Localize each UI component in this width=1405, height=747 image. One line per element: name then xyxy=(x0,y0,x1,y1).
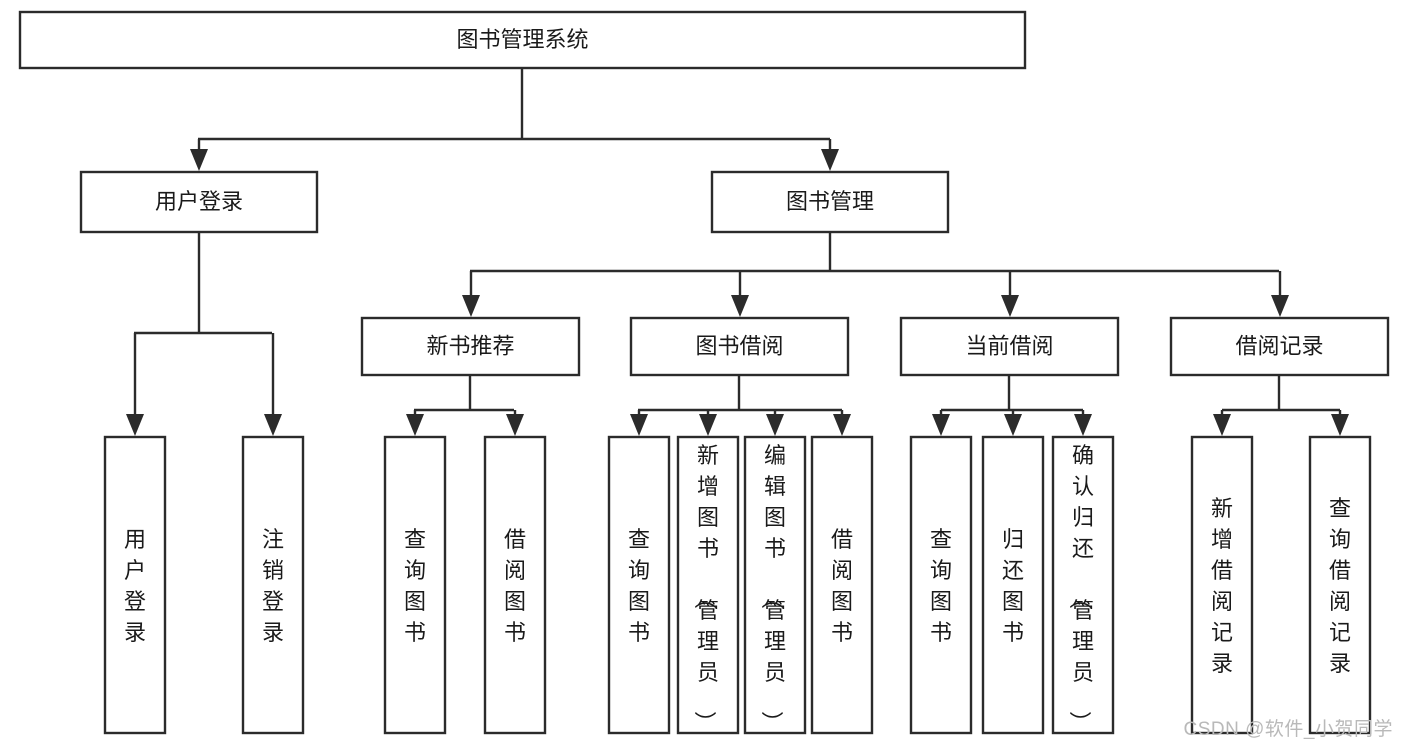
node-box-borrow[interactable] xyxy=(629,316,850,377)
node-label-borrow: 图书借阅 xyxy=(695,333,783,358)
arrow-head-icon-leaf-user-logout xyxy=(264,414,282,436)
node-box-records[interactable] xyxy=(1169,316,1390,377)
node-box-leaf-add-book[interactable] xyxy=(676,435,740,735)
arrow-head-icon-records xyxy=(1271,295,1289,317)
node-box-leaf-return-book[interactable] xyxy=(981,435,1045,735)
node-box-leaf-edit-book[interactable] xyxy=(743,435,807,735)
arrow-head-icon-leaf-add-record xyxy=(1213,414,1231,436)
node-records[interactable]: 借阅记录 xyxy=(1169,316,1390,377)
connector-layer xyxy=(126,68,1349,436)
node-box-leaf-query-book-2[interactable] xyxy=(607,435,671,735)
node-box-login[interactable] xyxy=(79,170,319,234)
arrow-head-icon-leaf-user-login xyxy=(126,414,144,436)
arrow-head-icon-leaf-query-book-1 xyxy=(406,414,424,436)
node-bookmgmt[interactable]: 图书管理 xyxy=(710,170,950,234)
node-borrow[interactable]: 图书借阅 xyxy=(629,316,850,377)
node-leaf-borrow-book-1[interactable]: 借阅图书 xyxy=(483,435,547,735)
node-label-current: 当前借阅 xyxy=(965,333,1053,358)
node-newbook[interactable]: 新书推荐 xyxy=(360,316,581,377)
node-box-leaf-query-record[interactable] xyxy=(1308,435,1372,735)
node-box-leaf-query-book-1[interactable] xyxy=(383,435,447,735)
node-box-leaf-borrow-book-1[interactable] xyxy=(483,435,547,735)
node-label-leaf-query-record: 查询借阅记录 xyxy=(1329,496,1351,676)
node-box-leaf-user-login[interactable] xyxy=(103,435,167,735)
node-label-leaf-return-book: 归还图书 xyxy=(1002,527,1024,645)
node-login[interactable]: 用户登录 xyxy=(79,170,319,234)
node-leaf-borrow-book-2[interactable]: 借阅图书 xyxy=(810,435,874,735)
node-label-leaf-user-logout: 注销登录 xyxy=(262,527,284,645)
node-leaf-user-login[interactable]: 用户登录 xyxy=(103,435,167,735)
node-leaf-confirm-return[interactable]: 确认归还（管理员） xyxy=(1051,435,1115,735)
node-label-newbook: 新书推荐 xyxy=(426,333,514,358)
node-box-leaf-confirm-return[interactable] xyxy=(1051,435,1115,735)
arrow-head-icon-leaf-edit-book xyxy=(766,414,784,436)
node-box-leaf-borrow-book-2[interactable] xyxy=(810,435,874,735)
node-label-leaf-confirm-return: 确认归还（管理员） xyxy=(1067,443,1094,733)
node-label-bookmgmt: 图书管理 xyxy=(786,189,874,214)
node-box-root[interactable] xyxy=(18,10,1027,70)
node-label-leaf-query-book-3: 查询图书 xyxy=(930,527,952,645)
node-leaf-query-book-3[interactable]: 查询图书 xyxy=(909,435,973,735)
node-box-newbook[interactable] xyxy=(360,316,581,377)
node-label-records: 借阅记录 xyxy=(1235,333,1323,358)
node-layer: 图书管理系统用户登录图书管理新书推荐图书借阅当前借阅借阅记录用户登录注销登录查询… xyxy=(18,10,1390,735)
node-label-leaf-borrow-book-1: 借阅图书 xyxy=(504,527,526,645)
node-box-bookmgmt[interactable] xyxy=(710,170,950,234)
arrow-head-icon-leaf-borrow-book-2 xyxy=(833,414,851,436)
node-label-leaf-add-book: 新增图书（管理员） xyxy=(692,443,719,733)
node-leaf-query-book-2[interactable]: 查询图书 xyxy=(607,435,671,735)
arrow-head-icon-borrow xyxy=(731,295,749,317)
node-leaf-query-book-1[interactable]: 查询图书 xyxy=(383,435,447,735)
arrow-head-icon-leaf-return-book xyxy=(1004,414,1022,436)
node-label-leaf-user-login: 用户登录 xyxy=(124,527,146,645)
node-box-leaf-user-logout[interactable] xyxy=(241,435,305,735)
node-box-leaf-add-record[interactable] xyxy=(1190,435,1254,735)
arrow-head-icon-leaf-query-book-3 xyxy=(932,414,950,436)
arrow-head-icon-login xyxy=(190,149,208,171)
node-label-leaf-query-book-1: 查询图书 xyxy=(404,527,426,645)
node-leaf-edit-book[interactable]: 编辑图书（管理员） xyxy=(743,435,807,735)
node-box-current[interactable] xyxy=(899,316,1120,377)
node-leaf-add-book[interactable]: 新增图书（管理员） xyxy=(676,435,740,735)
node-leaf-user-logout[interactable]: 注销登录 xyxy=(241,435,305,735)
node-leaf-query-record[interactable]: 查询借阅记录 xyxy=(1308,435,1372,735)
node-current[interactable]: 当前借阅 xyxy=(899,316,1120,377)
arrow-head-icon-leaf-add-book xyxy=(699,414,717,436)
node-label-leaf-query-book-2: 查询图书 xyxy=(628,527,650,645)
node-label-leaf-borrow-book-2: 借阅图书 xyxy=(831,527,853,645)
node-box-leaf-query-book-3[interactable] xyxy=(909,435,973,735)
arrow-head-icon-leaf-confirm-return xyxy=(1074,414,1092,436)
arrow-head-icon-leaf-query-book-2 xyxy=(630,414,648,436)
arrow-head-icon-leaf-borrow-book-1 xyxy=(506,414,524,436)
arrow-head-icon-current xyxy=(1001,295,1019,317)
node-root[interactable]: 图书管理系统 xyxy=(18,10,1027,70)
node-label-leaf-add-record: 新增借阅记录 xyxy=(1211,496,1233,676)
node-label-root: 图书管理系统 xyxy=(456,27,588,52)
arrow-head-icon-leaf-query-record xyxy=(1331,414,1349,436)
node-label-login: 用户登录 xyxy=(155,189,243,214)
node-leaf-add-record[interactable]: 新增借阅记录 xyxy=(1190,435,1254,735)
node-label-leaf-edit-book: 编辑图书（管理员） xyxy=(759,443,786,733)
arrow-head-icon-bookmgmt xyxy=(821,149,839,171)
arrow-head-icon-newbook xyxy=(462,295,480,317)
node-leaf-return-book[interactable]: 归还图书 xyxy=(981,435,1045,735)
